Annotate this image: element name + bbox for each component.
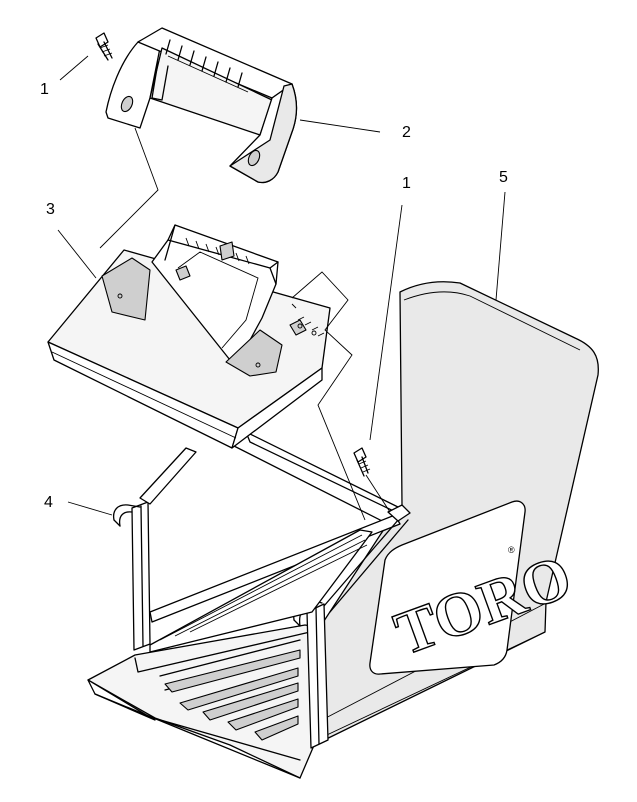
leader-2 — [299, 119, 381, 133]
callout-bag: 5 — [499, 169, 508, 186]
leader-1-right — [369, 204, 403, 441]
trademark-symbol: ® — [508, 545, 515, 555]
callout-frame-cover: 3 — [46, 201, 55, 218]
leader-1-top — [59, 55, 89, 81]
leader-3 — [57, 229, 97, 279]
screw-top — [95, 32, 113, 61]
bag-frame-base — [87, 624, 323, 779]
assembly-guide-lines — [99, 127, 391, 521]
leader-5 — [495, 191, 506, 301]
screw-right — [353, 447, 371, 477]
callout-handle: 2 — [402, 124, 411, 141]
frame-rod — [112, 431, 411, 749]
handle — [105, 27, 298, 184]
callout-frame-rod: 4 — [44, 494, 53, 511]
callout-labels: 1 2 3 1 5 4 — [40, 81, 508, 511]
callout-screw-right: 1 — [402, 175, 411, 192]
callout-leaders — [57, 55, 506, 516]
leader-4 — [67, 501, 113, 516]
frame-cover — [47, 224, 331, 449]
callout-screw-top: 1 — [40, 81, 49, 98]
